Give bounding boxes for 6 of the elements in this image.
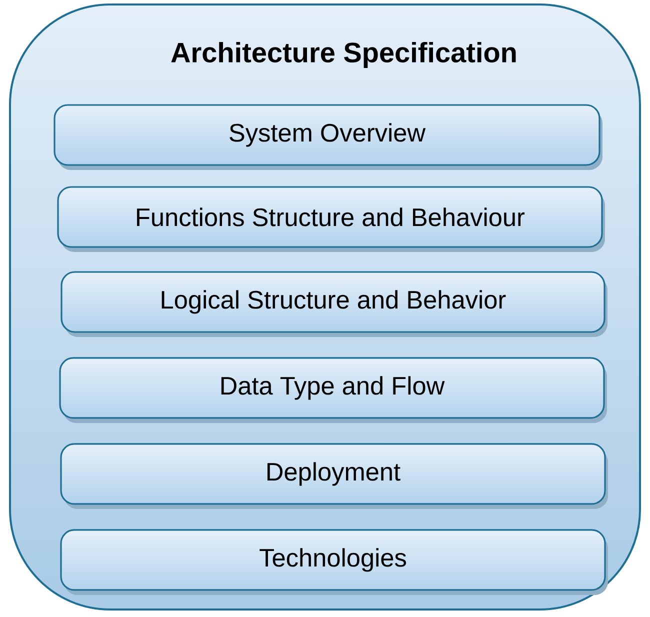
section-box: Data Type and Flow (59, 357, 607, 423)
section-box: System Overview (54, 104, 602, 170)
section-box: Logical Structure and Behavior (60, 271, 608, 337)
section-box: Deployment (60, 443, 608, 509)
section-box: Functions Structure and Behaviour (57, 186, 605, 252)
section-box: Technologies (60, 529, 608, 595)
